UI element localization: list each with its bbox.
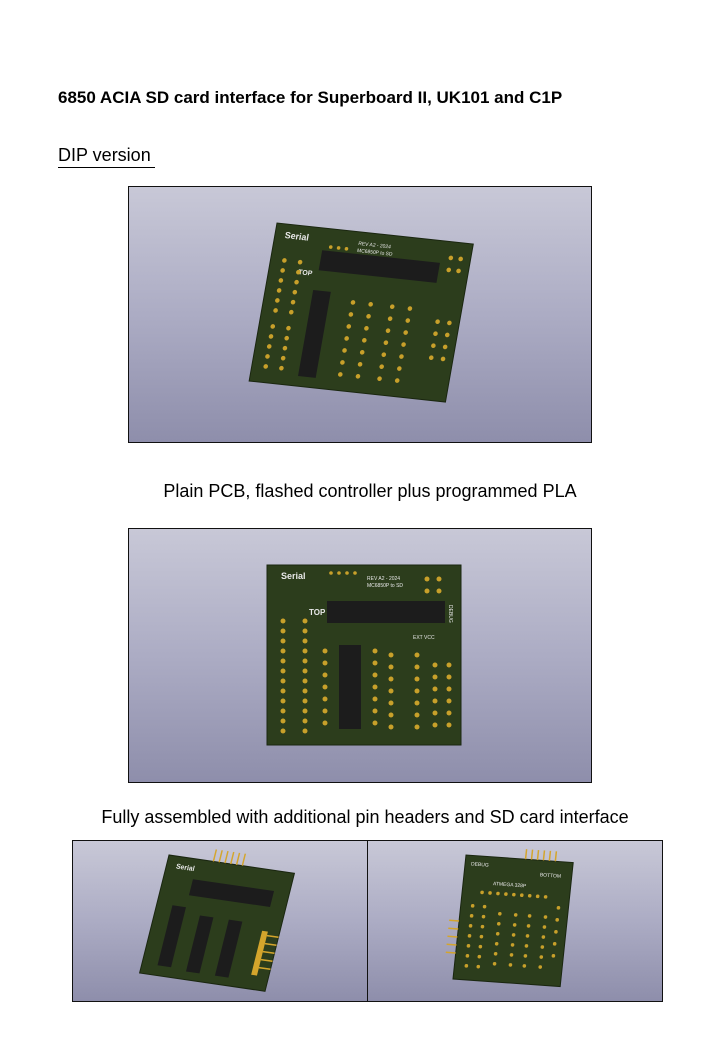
ext-vcc-label: EXT VCC xyxy=(413,635,435,641)
model-label: MC6850P to SD xyxy=(357,248,394,258)
atmega-label: ATMEGA 328P xyxy=(493,881,528,889)
assembled-render-bottom: DEBUG BOTTOM ATMEGA 328P xyxy=(367,840,663,1002)
debug-label-4: DEBUG xyxy=(471,861,489,868)
caption-assembled: Fully assembled with additional pin head… xyxy=(101,807,629,827)
serial-label: Serial xyxy=(284,230,310,243)
debug-label: DEBUG xyxy=(447,605,453,623)
top-label: TOP xyxy=(298,269,314,278)
page-title: 6850 ACIA SD card interface for Superboa… xyxy=(58,88,563,107)
controller-chip xyxy=(318,250,440,283)
section-heading-dip-version: DIP version xyxy=(58,145,155,168)
pcb-render-angled: Serial REV A2 - 2024 MC6850P to SD TOP xyxy=(128,186,592,443)
top-label-2: TOP xyxy=(309,608,326,617)
acia-chip-2 xyxy=(339,645,361,729)
rev-label-2: REV A2 - 2024 xyxy=(367,576,400,582)
assembled-render-top: Serial xyxy=(72,840,368,1002)
rev-label: REV A2 - 2024 xyxy=(358,241,392,250)
bottom-label: BOTTOM xyxy=(540,872,562,879)
pcb-render-top: Serial REV A2 - 2024 MC6850P to SD TOP E… xyxy=(128,528,592,783)
model-label-2: MC6850P to SD xyxy=(367,583,403,589)
controller-chip-2 xyxy=(327,601,445,623)
acia-chip xyxy=(298,290,331,378)
serial-label-3: Serial xyxy=(175,863,195,873)
caption-plain-pcb: Plain PCB, flashed controller plus progr… xyxy=(163,481,577,501)
serial-label-2: Serial xyxy=(281,571,306,581)
